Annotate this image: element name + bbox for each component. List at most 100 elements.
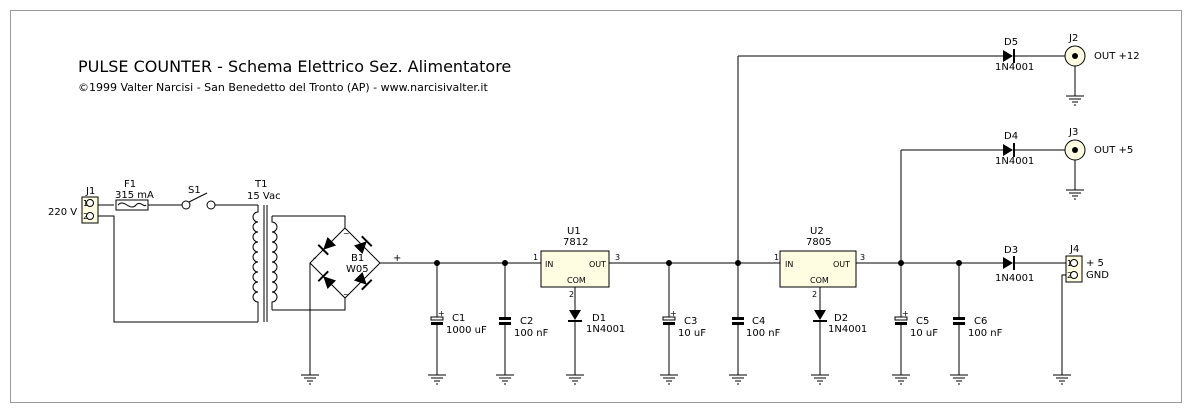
c4-ref: C4: [752, 316, 765, 327]
d1-ref: D1: [592, 313, 606, 324]
ground-j4: [1052, 366, 1072, 385]
ground-j2: [1065, 87, 1085, 106]
bridge-ac-bottom: ~: [343, 290, 350, 299]
diode-d4: [1003, 143, 1015, 157]
j3-ref: J3: [1068, 127, 1078, 138]
ground-d1: [565, 366, 585, 385]
ground-c1: [427, 366, 447, 385]
u1-pin-com: 2: [569, 290, 574, 299]
switch-ref: S1: [188, 185, 201, 196]
c4-value: 100 nF: [746, 328, 781, 339]
j2-ref: J2: [1068, 33, 1078, 44]
d2-ref: D2: [834, 313, 848, 324]
transformer-value: 15 Vac: [247, 191, 281, 202]
d5-ref: D5: [1004, 37, 1018, 48]
connector-j1: 1 2: [81, 196, 99, 224]
d2-value: 1N4001: [828, 324, 867, 335]
c5-ref: C5: [916, 316, 929, 327]
c3-value: 10 uF: [678, 328, 706, 339]
j4-pin2: 2: [1067, 271, 1072, 280]
u2-in-label: IN: [785, 260, 793, 269]
j4-label-gnd: GND: [1086, 270, 1109, 281]
c5-value: 10 uF: [910, 328, 938, 339]
c2-value: 100 nF: [514, 328, 549, 339]
c3-polarity: +: [670, 309, 677, 318]
u2-value: 7805: [806, 237, 831, 248]
j4-ref: J4: [1069, 244, 1079, 255]
ground-c3: [659, 366, 679, 385]
d5-value: 1N4001: [995, 62, 1034, 73]
ground-j3: [1065, 181, 1085, 200]
output-jack-j3: [1064, 139, 1086, 161]
diode-d1: [568, 310, 582, 322]
ground-bridge: [300, 366, 320, 385]
bridge-rectifier-b1: [309, 227, 381, 299]
u2-ref: U2: [810, 226, 824, 237]
bridge-minus: -: [313, 253, 317, 264]
c5-polarity: +: [902, 309, 909, 318]
j4-label-plus5: + 5: [1086, 258, 1104, 269]
ground-c6: [949, 366, 969, 385]
u1-ref: U1: [567, 226, 581, 237]
c1-polarity: +: [438, 309, 445, 318]
u2-pin-out: 3: [860, 253, 865, 262]
j1-pin1: 1: [83, 199, 88, 208]
d4-value: 1N4001: [995, 156, 1034, 167]
output-jack-j2: [1064, 45, 1086, 67]
ground-c2: [495, 366, 515, 385]
schematic-subtitle: ©1999 Valter Narcisi - San Benedetto del…: [78, 81, 488, 94]
fuse-f1: [115, 199, 149, 211]
j1-pin2: 2: [83, 212, 88, 221]
transformer-t1: [252, 205, 278, 322]
ground-c4: [728, 366, 748, 385]
wire-secondary-bottom: [272, 298, 346, 311]
c1-value: 1000 uF: [446, 325, 487, 336]
j2-label: OUT +12: [1094, 51, 1140, 62]
u2-com-label: COM: [810, 276, 829, 285]
u1-pin-out: 3: [615, 253, 620, 262]
u2-pin-in: 1: [774, 253, 779, 262]
ground-c5: [891, 366, 911, 385]
capacitor-c3: [662, 316, 676, 325]
capacitor-c5: [894, 316, 908, 325]
bridge-value: W05: [346, 264, 369, 275]
sheet-border: [10, 10, 1182, 403]
capacitor-c4: [732, 317, 744, 325]
c3-ref: C3: [684, 316, 697, 327]
transformer-ref: T1: [254, 179, 267, 190]
u1-out-label: OUT: [589, 260, 606, 269]
connector-j4: 1 2: [1065, 255, 1083, 283]
bridge-ref: B1: [351, 253, 364, 264]
d4-ref: D4: [1004, 131, 1018, 142]
wire-secondary-top: [272, 215, 346, 228]
wire-j1-return: [98, 215, 258, 323]
ground-d2: [810, 366, 830, 385]
capacitor-c2: [499, 317, 511, 325]
j3-label: OUT +5: [1094, 145, 1133, 156]
d3-value: 1N4001: [995, 273, 1034, 284]
regulator-u2: [779, 250, 857, 288]
u1-in-label: IN: [545, 260, 553, 269]
u2-pin-com: 2: [812, 290, 817, 299]
bridge-ac-top: ~: [343, 229, 350, 238]
fuse-ref: F1: [124, 179, 136, 190]
u1-pin-in: 1: [533, 253, 538, 262]
capacitor-c1: [430, 316, 444, 325]
c1-ref: C1: [452, 313, 465, 324]
c2-ref: C2: [520, 316, 533, 327]
j1-ref: J1: [85, 186, 95, 197]
fuse-value: 315 mA: [115, 190, 154, 201]
c6-value: 100 nF: [968, 328, 1003, 339]
d1-value: 1N4001: [586, 324, 625, 335]
wire-j4-ground: [1061, 274, 1066, 367]
j4-pin1: 1: [1067, 259, 1072, 268]
bridge-plus: +: [393, 253, 401, 264]
diode-d3: [1003, 256, 1015, 270]
u1-com-label: COM: [567, 276, 586, 285]
u2-out-label: OUT: [833, 260, 850, 269]
u1-value: 7812: [563, 237, 588, 248]
switch-s1: [181, 192, 216, 210]
diode-d5: [1003, 49, 1015, 63]
diode-d2: [813, 310, 827, 322]
